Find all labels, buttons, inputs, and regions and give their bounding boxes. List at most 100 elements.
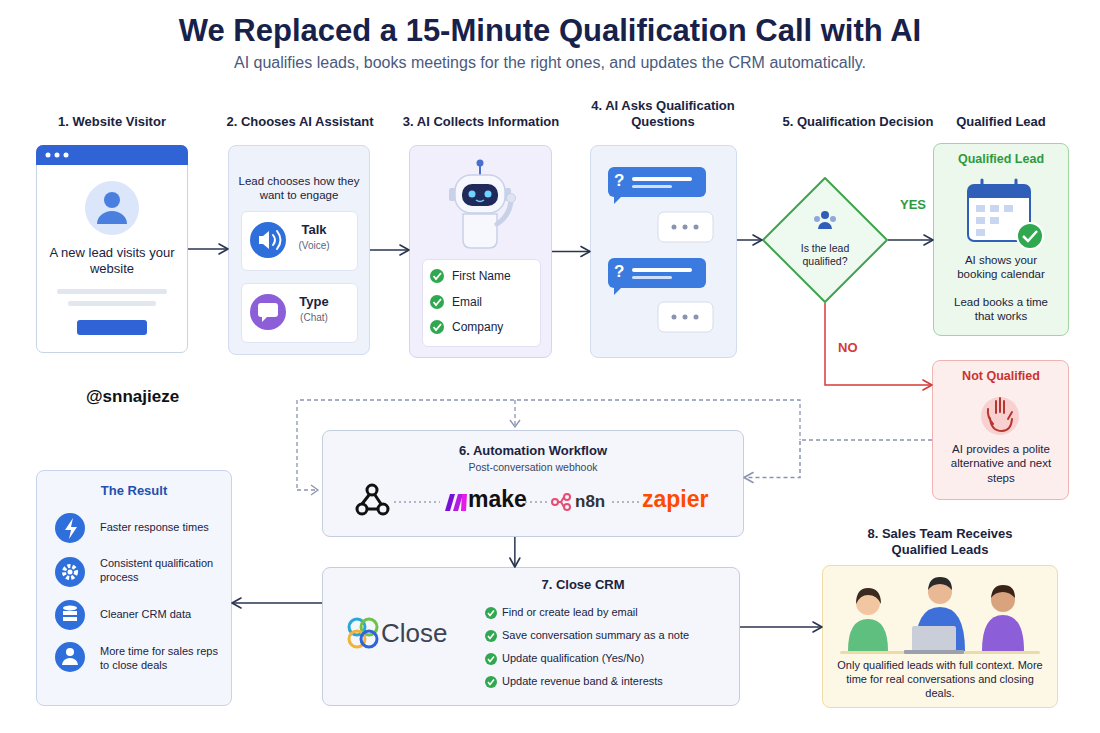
arrow-head [753, 235, 762, 245]
wave-icon [981, 397, 1019, 435]
calendar-cell [976, 229, 985, 236]
arrow-head [510, 420, 520, 427]
robot-ear [449, 188, 456, 201]
arrow-head [924, 235, 933, 245]
arrow-head [219, 244, 228, 254]
arrow-head [923, 380, 932, 390]
node-heading: 1. Website Visitor [12, 114, 212, 130]
robot-hand [507, 194, 516, 203]
check-circle [430, 295, 444, 309]
n8n-logo [564, 504, 570, 510]
n8n-logo [564, 494, 570, 500]
node-text: Lead books a time that works [945, 295, 1057, 324]
person-glyph [62, 658, 78, 665]
robot-antenna [479, 165, 481, 176]
dashed-connector [297, 400, 800, 488]
node-text: Find or create lead by email [502, 606, 638, 620]
calendar-ring [1015, 180, 1018, 190]
robot-head [455, 175, 505, 213]
flow-arrow [888, 239, 933, 241]
check-mark [488, 634, 494, 639]
flow-arrow [744, 440, 932, 478]
close-logo [349, 631, 365, 647]
node-heading: The Result [36, 483, 232, 499]
arrow-head [510, 558, 520, 567]
node-text: Save conversation summary as a note [502, 629, 689, 643]
chat-icon [250, 294, 286, 330]
website-card: 1. Website VisitorA new lead visits your… [36, 145, 188, 353]
node-text: AI provides a polite alternative and nex… [946, 442, 1056, 485]
flow-arrow [825, 303, 932, 385]
sound-waves [273, 231, 281, 249]
flow-arrow [740, 626, 822, 628]
webhook-logo [378, 504, 388, 514]
node-text: Post-conversation webhook [383, 461, 683, 474]
gear-glyph [68, 570, 73, 575]
robot-body [463, 214, 497, 248]
check-mark [488, 680, 494, 685]
node-text: Cleaner CRM data [100, 608, 228, 622]
node-text: Faster response times [100, 521, 228, 535]
outcome-box: Qualified LeadQualified LeadAI shows you… [933, 143, 1069, 336]
laptop-base [904, 650, 964, 654]
decision-diamond: 5. Qualification DecisionIs the lead qua… [762, 177, 888, 303]
robot-ear [504, 188, 511, 201]
placeholder-bar [57, 289, 167, 294]
speaker-glyph [259, 231, 269, 249]
logo-text: zapier [642, 485, 708, 514]
bubble-line [632, 268, 692, 272]
person-body [982, 615, 1024, 651]
arrow-head [311, 485, 318, 495]
node-text: Qualified Lead [935, 152, 1067, 168]
node-text: Consistent qualification process [100, 557, 228, 585]
person-body [848, 619, 888, 651]
result-icon [55, 513, 85, 543]
page-button [77, 320, 147, 335]
robot-eye [469, 191, 476, 198]
choice-panel: 2. Chooses AI AssistantLead chooses how … [228, 145, 370, 355]
node-heading: Talk [289, 222, 339, 238]
node-text: Lead chooses how they want to engage [236, 174, 362, 203]
person-body [915, 607, 965, 651]
node-heading: Type [289, 294, 339, 310]
voice-icon [250, 222, 286, 258]
person-head [928, 580, 952, 604]
typing-dot [672, 315, 677, 320]
person-head [991, 588, 1015, 612]
robot-face [462, 184, 498, 206]
bubble-tail [614, 287, 622, 295]
browser-bar [36, 157, 188, 165]
question-bubble [608, 258, 706, 288]
calendar-check [1017, 223, 1043, 249]
arrow-head [232, 598, 241, 608]
logo-text: n8n [575, 491, 605, 512]
make-logo [453, 494, 463, 511]
check-mark [1023, 231, 1037, 241]
option-card: Talk(Voice) [241, 211, 358, 271]
typing-dot [694, 315, 699, 320]
check-circle [430, 320, 444, 334]
flow-arrow [370, 249, 409, 251]
question-mark: ? [614, 261, 624, 282]
typing-dot [683, 315, 688, 320]
node-text: Only qualified leads with full context. … [836, 659, 1044, 700]
avatar-body [97, 211, 127, 224]
node-heading: 7. Close CRM [483, 577, 683, 593]
n8n-logo [558, 497, 564, 507]
node-text: More time for sales reps to close deals [100, 645, 228, 673]
node-heading: 6. Automation Workflow [383, 443, 683, 459]
chat-glyph [258, 303, 278, 317]
lightning-glyph [65, 518, 77, 539]
dotted-link [394, 501, 440, 502]
edge-label: YES [893, 197, 933, 213]
people-icon [821, 211, 829, 219]
edge-label: NO [838, 340, 858, 356]
node-text: Is the lead qualified? [787, 242, 863, 268]
flow-arrow [737, 239, 762, 241]
flow-arrow [514, 537, 516, 567]
avatar-circle [85, 181, 139, 235]
check-circle [485, 607, 497, 619]
person-hair [928, 577, 952, 590]
outcome-box: Not QualifiedAI provides a polite altern… [932, 360, 1069, 500]
